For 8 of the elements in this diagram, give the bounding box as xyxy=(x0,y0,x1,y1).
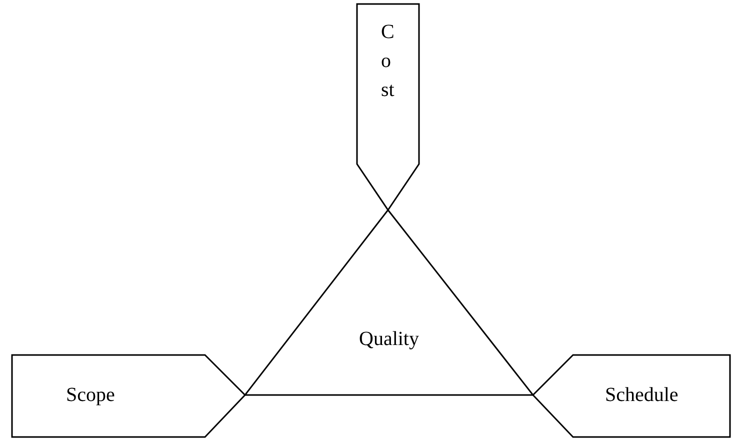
arrow-shape xyxy=(12,355,245,437)
triangle-shape xyxy=(245,210,533,395)
arrow-shape xyxy=(533,355,730,437)
arrow-shape xyxy=(357,4,419,210)
node-label: Cost xyxy=(381,20,395,103)
node-label: Schedule xyxy=(605,384,678,407)
node-label: Scope xyxy=(66,384,115,407)
node-label: Quality xyxy=(359,328,419,351)
